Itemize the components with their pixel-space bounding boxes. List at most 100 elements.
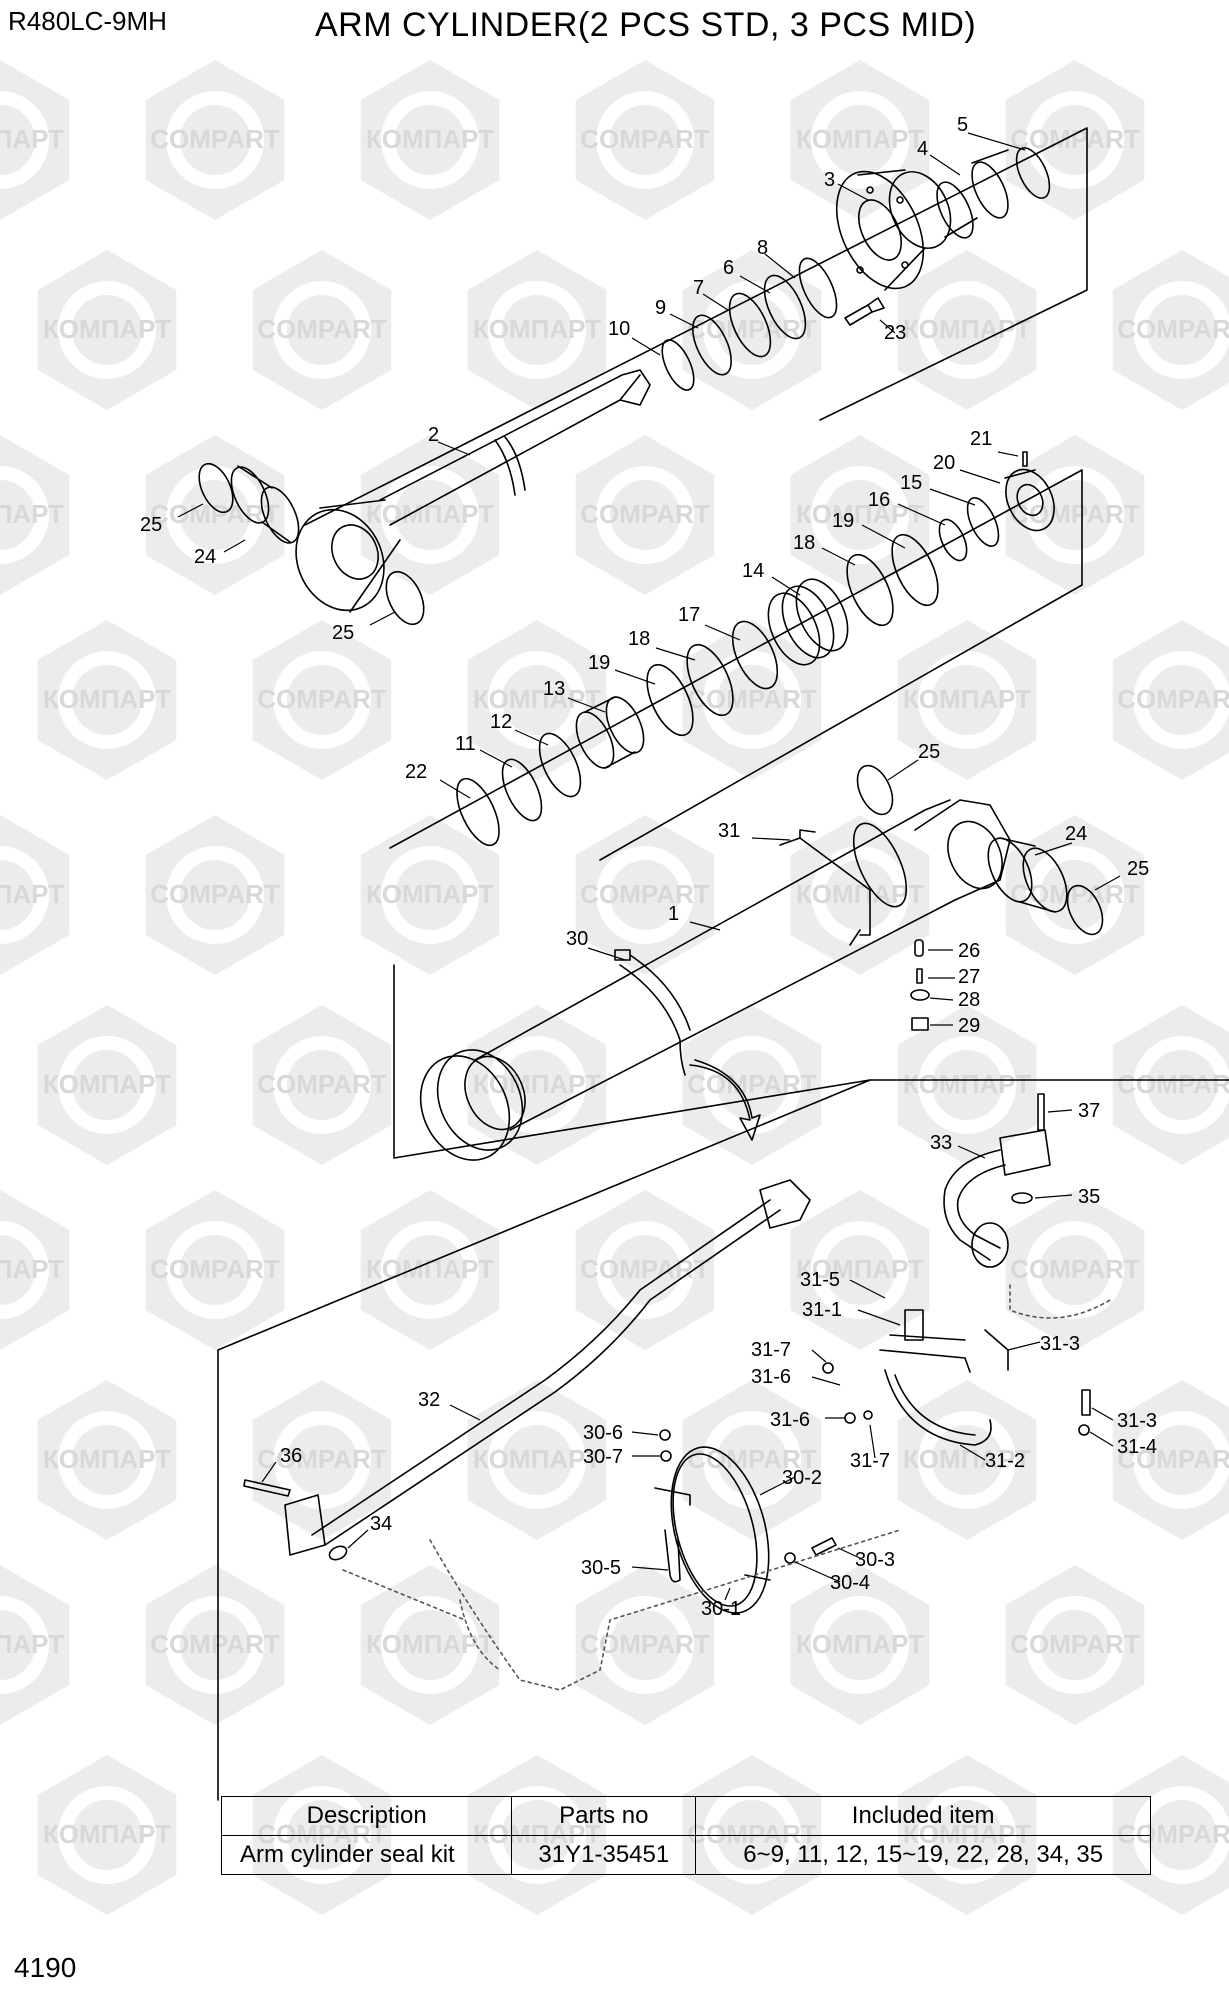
svg-text:COMPART: COMPART — [1010, 1254, 1140, 1284]
bolt-31-3 — [1081, 1389, 1091, 1416]
piston-nut-20 — [1004, 468, 1055, 532]
label-30-5: 30-5 — [581, 1557, 621, 1579]
label-7: 7 — [693, 277, 704, 299]
svg-text:КОМПАРТ: КОМПАРТ — [903, 314, 1031, 344]
washer-31-6-a — [844, 1412, 856, 1424]
piston-rod-2 — [295, 369, 651, 613]
label-26: 26 — [958, 940, 980, 962]
svg-text:COMPART: COMPART — [1010, 1629, 1140, 1659]
label-29: 29 — [958, 1015, 980, 1037]
watermark-logo: КОМПАРТ — [790, 815, 930, 975]
label-19-b: 19 — [588, 652, 610, 674]
label-25-a: 25 — [140, 514, 162, 536]
slide-ring-17 — [731, 620, 779, 690]
svg-text:КОМПАРТ: КОМПАРТ — [796, 879, 924, 909]
o-ring-28 — [910, 989, 930, 1001]
watermark-logo: COMPART — [1112, 1380, 1229, 1540]
label-33: 33 — [930, 1132, 952, 1154]
clamp-30 — [614, 949, 691, 1076]
watermark-logo: КОМПАРТ — [0, 435, 70, 595]
watermark-logo: COMPART — [1005, 60, 1145, 220]
cell-included-item: 6~9, 11, 12, 15~19, 22, 28, 34, 35 — [695, 1835, 1151, 1875]
label-17: 17 — [678, 604, 700, 626]
snap-ring-5 — [1015, 147, 1051, 199]
watermark-logo: COMPART — [252, 1380, 392, 1540]
svg-text:COMPART: COMPART — [687, 1444, 817, 1474]
svg-text:КОМПАРТ: КОМПАРТ — [43, 1069, 171, 1099]
watermark-logo: COMPART — [575, 1565, 715, 1725]
label-30-7: 30-7 — [583, 1446, 623, 1468]
table-header-row: Description Parts no Included item — [220, 1796, 1151, 1836]
svg-text:COMPART: COMPART — [257, 1069, 387, 1099]
rod-cover-3 — [835, 169, 952, 291]
seal-9 — [692, 314, 732, 376]
clamp-31-exploded — [879, 1309, 1009, 1446]
label-30-6: 30-6 — [583, 1422, 623, 1444]
label-19-a: 19 — [832, 510, 854, 532]
dust-seal-25-left — [198, 462, 234, 514]
watermark-logo: КОМПАРТ — [0, 1190, 70, 1350]
label-10: 10 — [608, 318, 630, 340]
label-3: 3 — [824, 169, 835, 191]
label-4: 4 — [917, 138, 928, 160]
o-ring-35 — [1011, 1192, 1033, 1204]
label-24-a: 24 — [194, 546, 216, 568]
label-31-3-top: 31-3 — [1040, 1333, 1080, 1355]
cylinder-tube-1 — [419, 799, 1011, 1161]
seal-6 — [763, 274, 807, 340]
watermark-logo: COMPART — [1005, 1565, 1145, 1725]
view-arrow — [689, 1059, 761, 1141]
svg-text:COMPART: COMPART — [1010, 499, 1140, 529]
watermark-logo: COMPART — [145, 815, 285, 975]
dust-ring-18-top — [846, 553, 894, 627]
watermark-logo: КОМПАРТ — [790, 1565, 930, 1725]
label-30-1: 30-1 — [701, 1598, 741, 1620]
label-31-1: 31-1 — [802, 1299, 842, 1321]
watermark-logo: COMPART — [145, 1190, 285, 1350]
label-31-2: 31-2 — [985, 1450, 1025, 1472]
svg-text:COMPART: COMPART — [580, 879, 710, 909]
svg-text:COMPART: COMPART — [150, 499, 280, 529]
svg-text:COMPART: COMPART — [1117, 684, 1229, 714]
label-5: 5 — [957, 114, 968, 136]
watermark-logo: COMPART — [145, 435, 285, 595]
bolt-23 — [844, 297, 885, 326]
svg-text:КОМПАРТ: КОМПАРТ — [43, 1819, 171, 1849]
watermark-logo: КОМПАРТ — [37, 1005, 177, 1165]
svg-text:КОМПАРТ: КОМПАРТ — [796, 1254, 924, 1284]
svg-text:COMPART: COMPART — [580, 1254, 710, 1284]
dust-seal-25-right — [385, 570, 425, 626]
watermark-logo: КОМПАРТ — [37, 620, 177, 780]
svg-text:COMPART: COMPART — [1117, 314, 1229, 344]
label-8: 8 — [757, 237, 768, 259]
label-31-7-b: 31-7 — [850, 1450, 890, 1472]
label-25-d: 25 — [1127, 858, 1149, 880]
watermark-logo: COMPART — [682, 1005, 822, 1165]
bushing-24-left — [230, 465, 300, 544]
label-15: 15 — [900, 472, 922, 494]
label-9: 9 — [655, 297, 666, 319]
bushing-4 — [936, 149, 1009, 239]
nut-30-4 — [784, 1552, 796, 1564]
label-36: 36 — [280, 1445, 302, 1467]
watermark-logo: COMPART — [145, 60, 285, 220]
label-22: 22 — [405, 761, 427, 783]
label-2: 2 — [428, 424, 439, 446]
watermark-logo: COMPART — [682, 250, 822, 410]
svg-text:КОМПАРТ: КОМПАРТ — [903, 1069, 1031, 1099]
watermark-logo: COMPART — [1005, 1190, 1145, 1350]
watermark-logo: КОМПАРТ — [897, 1380, 1037, 1540]
svg-text:КОМПАРТ: КОМПАРТ — [366, 1629, 494, 1659]
svg-text:КОМПАРТ: КОМПАРТ — [0, 124, 64, 154]
watermark-logo: COMPART — [1005, 435, 1145, 595]
watermark-logo: КОМПАРТ — [0, 1565, 70, 1725]
o-ring-22 — [456, 777, 500, 847]
svg-text:COMPART: COMPART — [257, 1444, 387, 1474]
label-25-b: 25 — [332, 622, 354, 644]
watermark-logo: КОМПАРТ — [897, 1005, 1037, 1165]
bolt-36 — [243, 1479, 291, 1497]
label-32: 32 — [418, 1389, 440, 1411]
label-31-4: 31-4 — [1117, 1436, 1157, 1458]
pipe-32 — [284, 1179, 811, 1556]
